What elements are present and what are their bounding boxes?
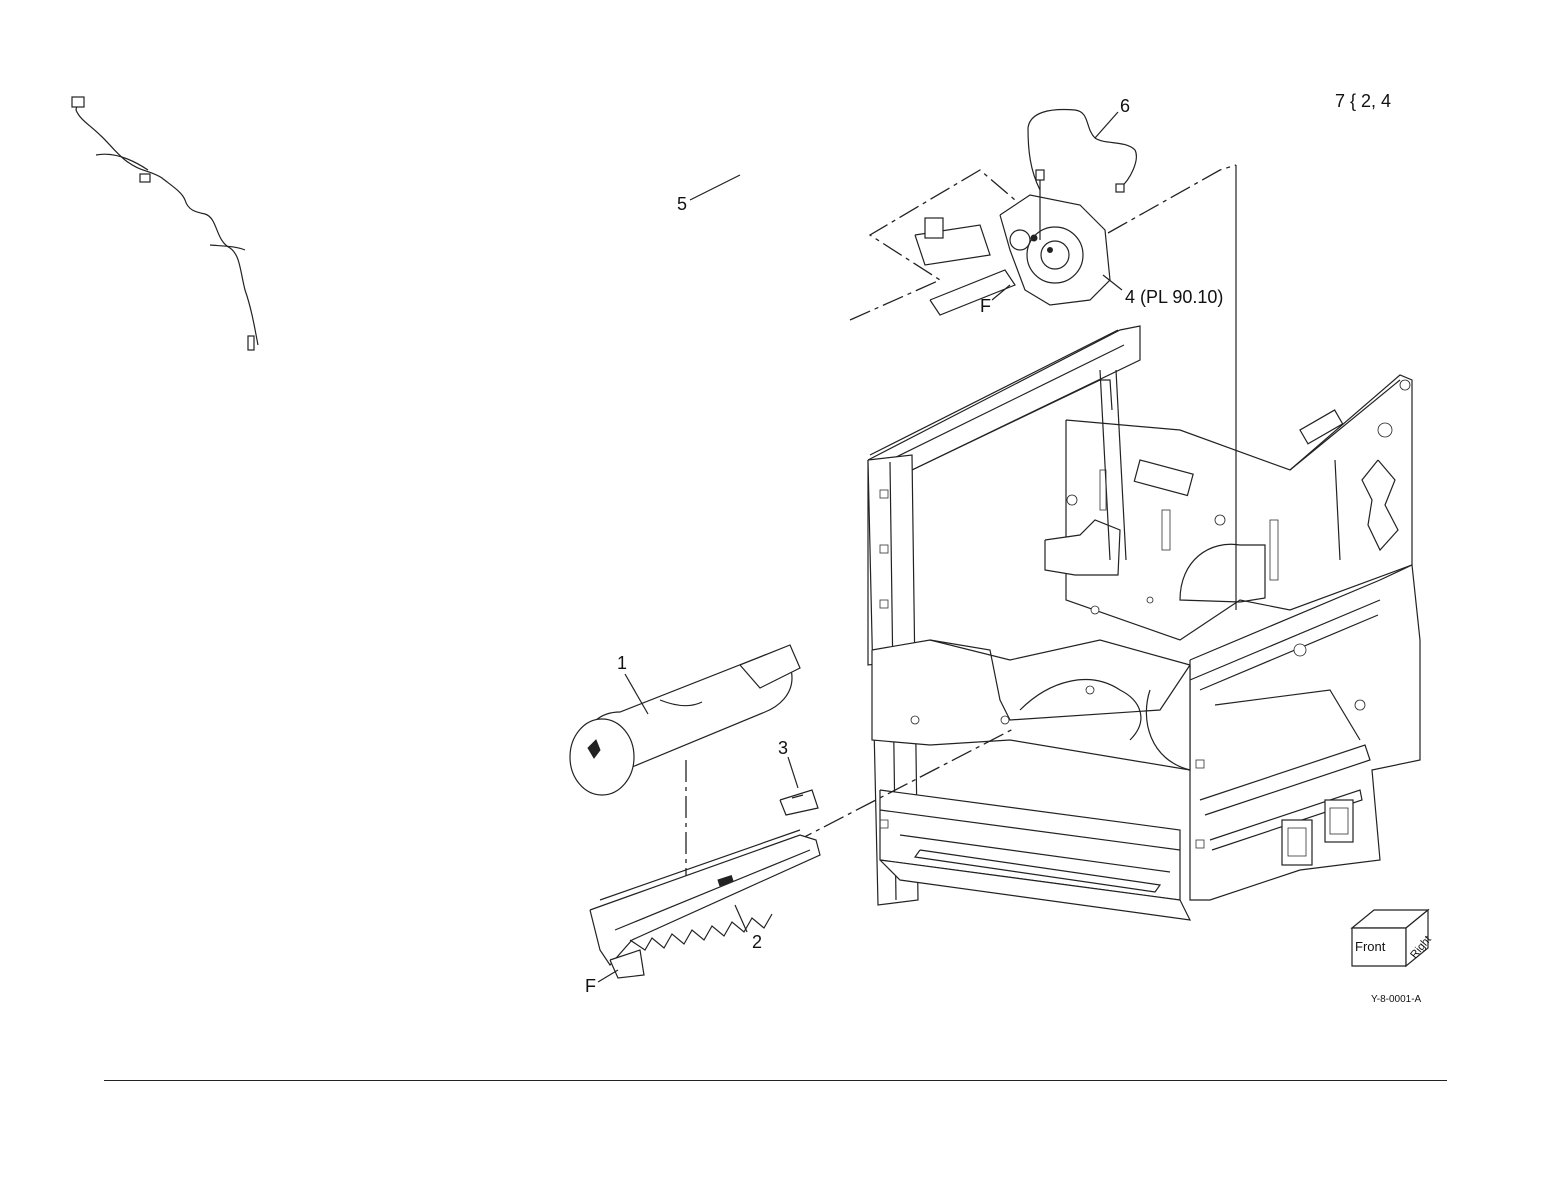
figure-id: Y-8-0001-A	[1371, 995, 1421, 1005]
callout-f-top: F	[980, 297, 991, 315]
part-6-wire-harness	[1028, 110, 1136, 192]
callout-1: 1	[617, 654, 627, 672]
callout-3: 3	[778, 739, 788, 757]
callout-6: 6	[1120, 97, 1130, 115]
part-2-tray	[590, 830, 820, 978]
callout-4-reference: (PL 90.10)	[1140, 288, 1223, 306]
callout-2: 2	[752, 933, 762, 951]
main-frame	[868, 165, 1420, 920]
part-4-dispenser-assembly	[915, 180, 1110, 315]
callout-5: 5	[677, 195, 687, 213]
part-1-toner-cartridge	[570, 645, 800, 795]
callout-f-bottom: F	[585, 977, 596, 995]
callout-4: 4	[1125, 288, 1135, 306]
part-3-bracket	[780, 790, 818, 815]
part-5-wire-harness	[72, 97, 258, 350]
page-footer-rule	[104, 1080, 1447, 1081]
header-note: 7 { 2, 4	[1335, 92, 1391, 110]
orientation-front-label: Front	[1355, 940, 1385, 953]
